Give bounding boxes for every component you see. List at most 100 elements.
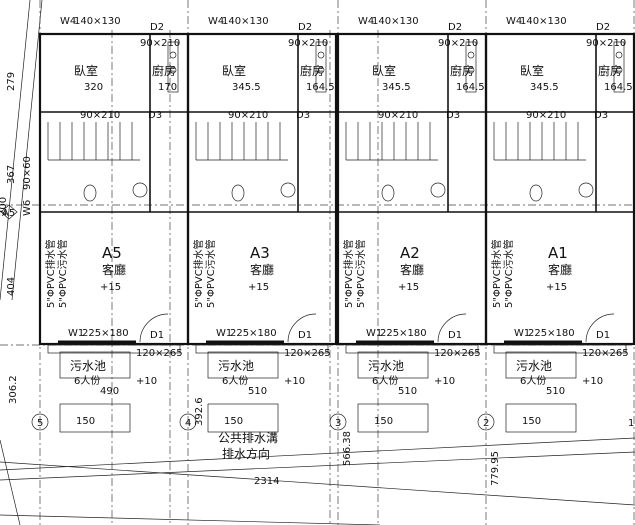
site-boundary-line [0,0,31,301]
road-edge-line [0,451,635,481]
room-label-kitchen: 廚房 [598,63,622,78]
window-tag: W1 [366,328,382,339]
door-size: 90×210 [140,38,180,49]
grid-bubble [31,413,49,431]
dimension-279: 279 [6,72,17,91]
window-size: 140×130 [372,16,419,27]
sewage-tank [59,351,131,379]
room-label-bedroom: 臥室 [520,63,544,78]
dimension-306: 306.2 [8,375,19,404]
window-size: 140×130 [222,16,269,27]
grid-number: 2 [483,418,489,429]
road-edge-line [0,514,381,525]
window-tag: W4 [60,16,76,27]
window-tag: W1 [514,328,530,339]
floor-level: +15 [100,282,121,293]
door-swing-arc [437,313,467,343]
unit-outer-wall [484,32,635,346]
sewage-tank-capacity: 6人份 [372,375,398,387]
door-size: 90×210 [378,110,418,121]
toilet-fixture [381,184,395,202]
door-swing-arc [287,313,317,343]
dimension-566: 566.38 [342,431,353,466]
pipe-label: 5"ΦPVC污水管 [354,239,367,308]
section-marker [0,204,18,220]
door-tag: D3 [148,110,162,121]
door-size: 90×210 [80,110,120,121]
front-step [195,344,329,354]
room-label-living: 客廳 [400,262,424,277]
floor-level: +15 [398,282,419,293]
section-marker-label: A5 [2,208,15,219]
door-tag: D1 [596,330,610,341]
pipe-label: 5"ΦPVC排水管 [44,239,57,308]
room-label-kitchen: 廚房 [152,63,176,78]
grid-bubble [329,413,347,431]
floor-level: +15 [546,282,567,293]
door-tag: D2 [298,22,312,33]
tank-level: +10 [582,376,603,387]
front-step [493,344,627,354]
unit-name: A3 [250,244,270,262]
floor-level: +15 [248,282,269,293]
front-width: 510 [546,386,565,397]
tank-level: +10 [136,376,157,387]
front-width: 510 [398,386,417,397]
room-label-living: 客廳 [548,262,572,277]
dimension-404: 404 [6,277,17,296]
dimension-779: 779.95 [490,451,501,486]
sewage-tank-lid [59,403,131,433]
road-edge-line [0,461,635,506]
tank-dimension: 150 [522,416,541,427]
kitchen-counter [315,41,327,93]
door-tag: D1 [448,330,462,341]
sewage-tank-capacity: 6人份 [222,375,248,387]
door-tag: D1 [298,330,312,341]
door-tag: D3 [594,110,608,121]
grid-number: 4 [185,418,191,429]
stove-burner [615,51,623,59]
window-size: 225×180 [380,328,427,339]
dimension-200: 200 [0,197,9,216]
sewage-tank-capacity: 6人份 [520,375,546,387]
door-size: 120×265 [434,348,481,359]
sewage-tank-label: 污水池 [218,359,254,373]
door-tag: D2 [448,22,462,33]
site-boundary-line [0,439,21,525]
window-size: 225×180 [82,328,129,339]
sewage-tank [207,351,279,379]
toilet-fixture [231,184,245,202]
stove-burner [467,66,475,74]
room-label-kitchen: 廚房 [450,63,474,78]
room-label-living: 客廳 [102,262,126,277]
unit-name: A1 [548,244,568,262]
room-width: 320 [84,82,103,93]
door-size: 90×210 [526,110,566,121]
pipe-label: 5"ΦPVC污水管 [56,239,69,308]
front-width: 510 [248,386,267,397]
sink-fixture [280,182,296,198]
window-tag: W6 [22,200,33,216]
pipe-label: 5"ΦPVC污水管 [204,239,217,308]
drain-direction-label: 排水方向 [222,446,270,461]
stove-burner [169,51,177,59]
window-tag: W1 [68,328,84,339]
site-length: 2314 [254,476,279,487]
stove-burner [615,66,623,74]
window-size: 140×130 [74,16,121,27]
tank-level: +10 [284,376,305,387]
kitchen-counter [167,41,179,93]
sewage-tank-lid [505,403,577,433]
grid-number: 3 [335,418,341,429]
room-label-kitchen: 廚房 [300,63,324,78]
window-size: 90×60 [22,156,33,190]
sewage-tank-capacity: 6人份 [74,375,100,387]
tank-dimension: 150 [374,416,393,427]
door-size: 90×210 [586,38,626,49]
front-step [47,344,181,354]
unit-name: A2 [400,244,420,262]
site-boundary-line [11,0,43,301]
pipe-label: 5"ΦPVC排水管 [342,239,355,308]
